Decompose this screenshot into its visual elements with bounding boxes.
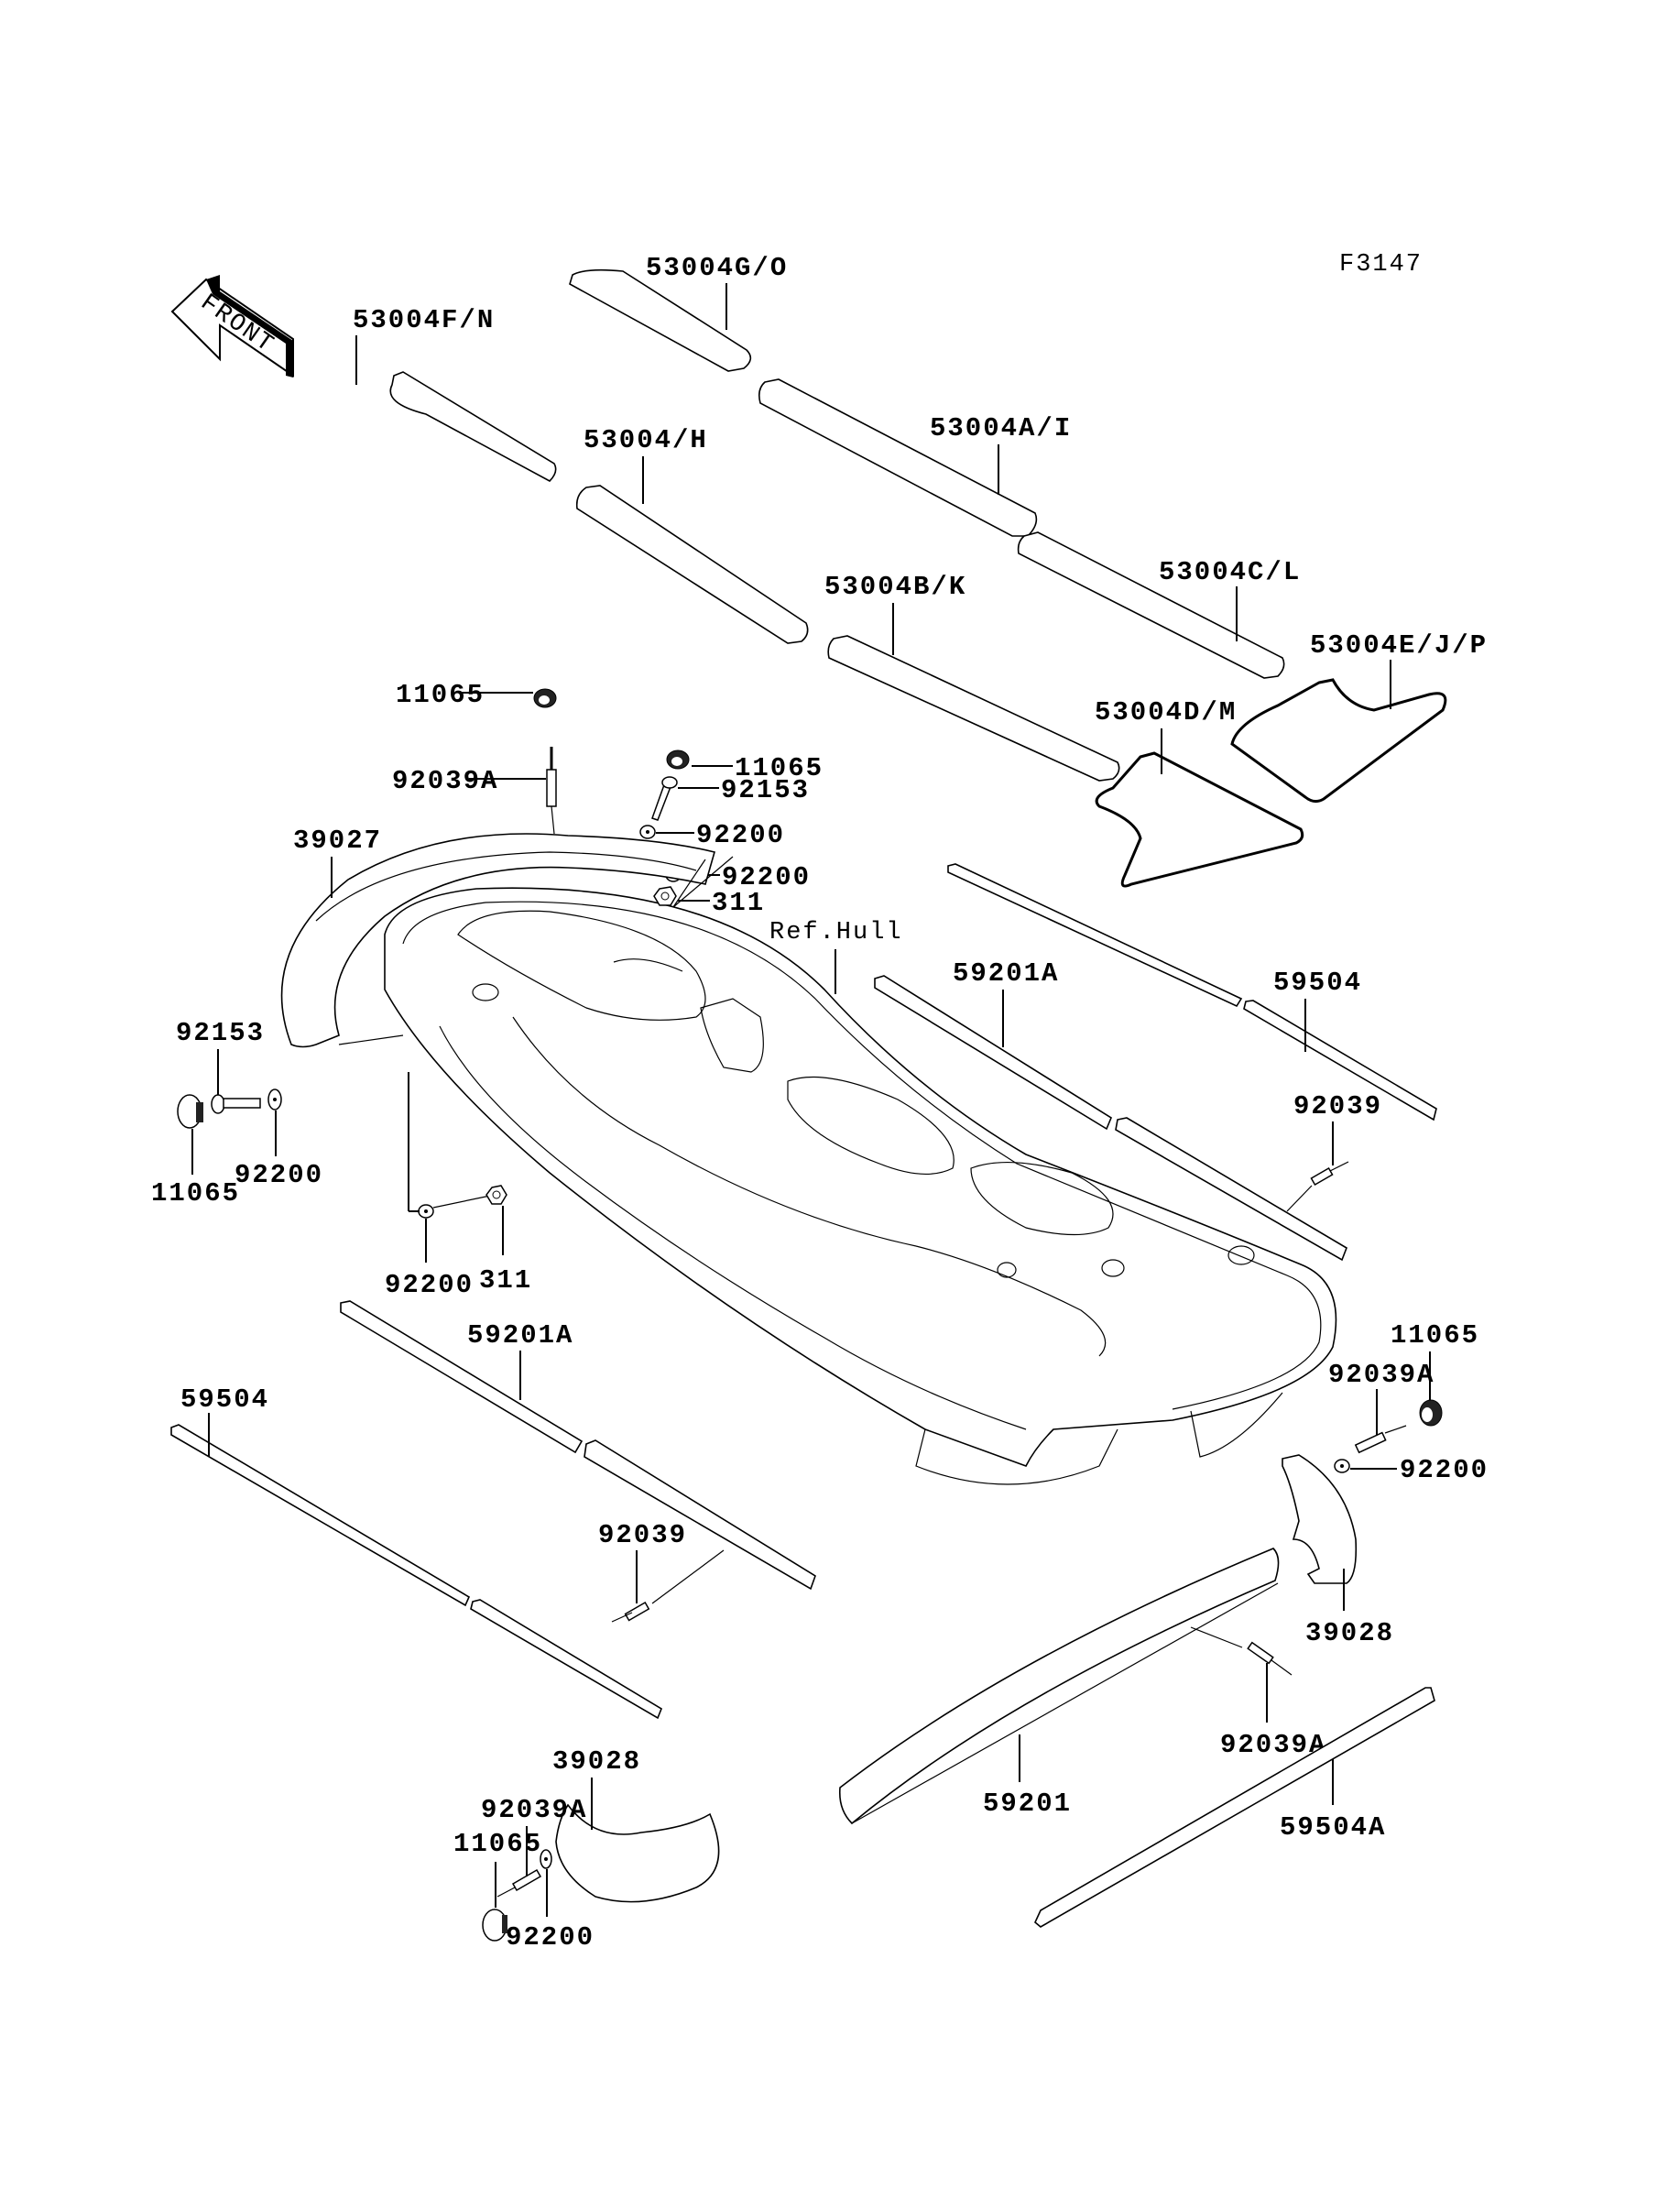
cap-11065-rear-left[interactable]: 11065 xyxy=(453,1829,542,1942)
callout-label: 59504 xyxy=(180,1384,269,1415)
mat-53004-H[interactable]: 53004/H xyxy=(575,425,809,644)
rail-59201A-right-upper[interactable]: 59201A xyxy=(874,958,1347,1262)
callout-label: 92039A xyxy=(1220,1730,1326,1760)
callout-label: 92039 xyxy=(1293,1091,1382,1121)
washer-92200-lower[interactable]: 92200 xyxy=(385,1072,491,1300)
mat-53004A-I[interactable]: 53004A/I xyxy=(758,378,1072,537)
rail-59201A-left-lower[interactable]: 59201A xyxy=(340,1300,816,1591)
front-arrow-icon: FRONT xyxy=(170,275,294,377)
cap-11065-mid[interactable]: 11065 xyxy=(666,749,824,783)
callout-label: 59201 xyxy=(983,1789,1072,1819)
mat-label: 53004D/M xyxy=(1095,697,1237,728)
cap-11065-top[interactable]: 11065 xyxy=(396,680,557,710)
strip-59504-left-lower[interactable]: 59504 xyxy=(170,1384,662,1720)
nut-311-lower[interactable]: 311 xyxy=(479,1185,532,1296)
mat-label: 53004C/L xyxy=(1159,557,1301,587)
callout-label: 92200 xyxy=(1400,1455,1489,1485)
rivet-92039-right-upper[interactable]: 92039 xyxy=(1286,1091,1382,1212)
bolt-92153-mid[interactable]: 92153 xyxy=(651,775,810,821)
callout-label: 92039A xyxy=(392,766,498,796)
callout-label: 92200 xyxy=(722,862,811,892)
washer-92200-left[interactable]: 92200 xyxy=(235,1089,323,1190)
nut-311-mid[interactable]: 311 xyxy=(653,886,765,918)
mat-53004D-M[interactable]: 53004D/M xyxy=(1095,697,1304,888)
rail-59201-rear[interactable]: 59201 xyxy=(838,1548,1280,1825)
callout-label: 92200 xyxy=(235,1160,323,1190)
rivet-92039A-right[interactable]: 92039A xyxy=(1328,1360,1435,1454)
callout-label: 39027 xyxy=(293,826,382,856)
bumper-39028-rear-left[interactable]: 39028 xyxy=(552,1746,720,1903)
callout-label: 311 xyxy=(712,888,765,918)
rivet-92039A-rear-right[interactable]: 92039A xyxy=(1190,1626,1326,1760)
callout-label: 92200 xyxy=(696,820,785,850)
mat-53004G-O[interactable]: 53004G/O xyxy=(569,253,788,372)
callout-label: 92039A xyxy=(481,1795,587,1825)
callout-label: 92153 xyxy=(721,775,810,805)
bumper-39028-rear-right[interactable]: 39028 xyxy=(1282,1454,1394,1648)
callout-label: 39028 xyxy=(1305,1618,1394,1648)
callout-label: 39028 xyxy=(552,1746,641,1777)
callout-label: 92153 xyxy=(176,1018,265,1048)
callout-label: 311 xyxy=(479,1265,532,1296)
mat-label: 53004A/I xyxy=(930,413,1072,443)
mat-label: 53004F/N xyxy=(353,305,495,335)
callout-label: 59201A xyxy=(953,958,1059,989)
mat-label: 53004E/J/P xyxy=(1310,630,1488,661)
cap-11065-left[interactable]: 11065 xyxy=(151,1094,240,1209)
callout-label: 11065 xyxy=(735,753,824,783)
callout-label: 11065 xyxy=(453,1829,542,1859)
mat-label: 53004G/O xyxy=(646,253,788,283)
cap-11065-right[interactable]: 11065 xyxy=(1391,1320,1479,1427)
washer-92200-mid1[interactable]: 92200 xyxy=(639,820,785,850)
mat-53004C-L[interactable]: 53004C/L xyxy=(1017,531,1302,679)
hull-reference: Ref.Hull xyxy=(384,887,1337,1485)
strip-59504A-rear[interactable]: 59504A xyxy=(1034,1687,1435,1928)
callout-label: 92039A xyxy=(1328,1360,1435,1390)
callout-label: 92200 xyxy=(385,1270,474,1300)
callout-label: 11065 xyxy=(151,1178,240,1209)
hull-reference-label: Ref.Hull xyxy=(769,919,903,946)
mat-53004F-N[interactable]: 53004F/N xyxy=(353,305,557,482)
bumper-39027[interactable]: 39027 xyxy=(280,826,734,1048)
rivet-92039A-top[interactable]: 92039A xyxy=(392,747,557,835)
callout-label: 11065 xyxy=(396,680,485,710)
mat-label: 53004/H xyxy=(584,425,708,455)
callout-label: 92200 xyxy=(506,1922,595,1953)
bolt-92153-left[interactable]: 92153 xyxy=(176,1018,265,1114)
washer-92200-rear-left[interactable]: 92200 xyxy=(506,1849,595,1953)
figure-code: F3147 xyxy=(1339,251,1423,279)
callout-label: 59201A xyxy=(467,1320,573,1351)
mat-label: 53004B/K xyxy=(824,572,966,602)
rivet-92039A-rear-left[interactable]: 92039A xyxy=(481,1795,587,1898)
callout-label: 92039 xyxy=(598,1520,687,1550)
mat-53004E-J-P[interactable]: 53004E/J/P xyxy=(1230,630,1488,804)
callout-label: 11065 xyxy=(1391,1320,1479,1351)
strip-59504-right-upper[interactable]: 59504 xyxy=(947,863,1437,1121)
washer-92200-right[interactable]: 92200 xyxy=(1334,1455,1489,1485)
callout-label: 59504A xyxy=(1280,1812,1386,1843)
rivet-92039-left-lower[interactable]: 92039 xyxy=(598,1520,725,1623)
mat-53004B-K[interactable]: 53004B/K xyxy=(824,572,1120,782)
callout-label: 59504 xyxy=(1273,968,1362,998)
